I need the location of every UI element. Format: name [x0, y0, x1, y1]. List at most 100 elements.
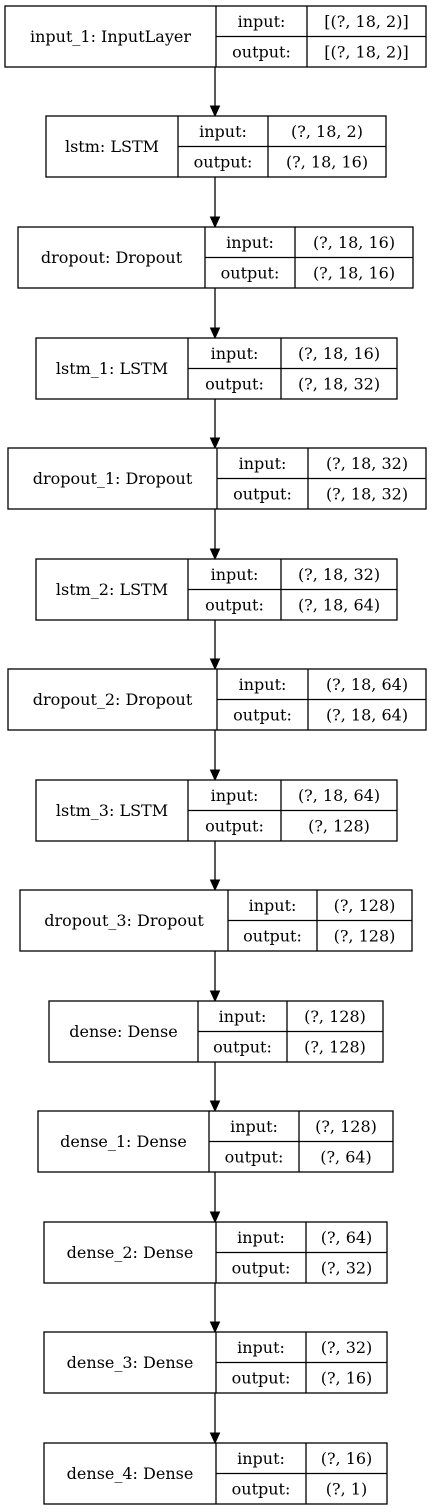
input-shape: (?, 18, 2)	[291, 122, 363, 141]
layer-node: dense_4: Dense input: output: (?, 16) (?, 1)	[43, 1442, 388, 1505]
layer-node: dropout_2: Dropout input: output: (?, 18, 6…	[7, 668, 427, 731]
layer-name: dense_4: Dense	[67, 1464, 194, 1483]
layer-node: dense: Dense input: output: (?, 128) (?, 128…	[48, 1000, 384, 1063]
edge-arrow	[209, 620, 221, 671]
input-shape: [(?, 18, 2)]	[324, 12, 408, 31]
output-shape: (?, 128)	[334, 926, 396, 945]
layer-name: lstm: LSTM	[65, 137, 159, 156]
edge-arrow	[209, 841, 221, 892]
output-label: output:	[205, 816, 264, 835]
output-shape: (?, 18, 16)	[286, 152, 368, 171]
output-shape: (?, 18, 64)	[326, 705, 408, 724]
edge-arrow	[209, 288, 221, 340]
input-label: input:	[249, 896, 297, 915]
edge-arrow	[209, 399, 221, 450]
output-shape: (?, 128)	[304, 1037, 366, 1056]
layer-name: dense: Dense	[69, 1022, 177, 1041]
edge-arrow	[209, 509, 221, 561]
layer-node: lstm_1: LSTM input: output: (?, 18, 16) (?, …	[35, 337, 398, 400]
output-label: output:	[194, 152, 253, 171]
input-label: input:	[237, 1338, 285, 1357]
input-shape: (?, 128)	[315, 1117, 377, 1136]
output-label: output:	[213, 1037, 272, 1056]
layer-node: lstm: LSTM input: output: (?, 18, 2) (?, 18,…	[45, 115, 387, 178]
output-label: output:	[243, 926, 302, 945]
edge-arrow	[209, 1172, 221, 1224]
layer-node: dense_3: Dense input: output: (?, 32) (?, 16…	[43, 1331, 388, 1394]
input-label: input:	[238, 12, 286, 31]
input-shape: (?, 16)	[321, 1449, 373, 1468]
input-shape: (?, 18, 16)	[298, 344, 380, 363]
output-shape: (?, 32)	[321, 1258, 373, 1277]
nodes: input_1: InputLayer input: output: [(?, 18,…	[4, 5, 427, 1505]
output-shape: (?, 128)	[308, 816, 370, 835]
input-shape: (?, 128)	[304, 1007, 366, 1026]
input-label: input:	[219, 1007, 267, 1026]
layer-node: input_1: InputLayer input: output: [(?, 18,…	[4, 5, 427, 68]
output-shape: (?, 1)	[326, 1479, 367, 1498]
output-label: output:	[233, 484, 292, 503]
layer-node: dense_1: Dense input: output: (?, 128) (?, 6…	[37, 1110, 394, 1173]
layer-node: dropout_1: Dropout input: output: (?, 18, 3…	[7, 447, 427, 510]
input-shape: (?, 18, 32)	[298, 565, 380, 584]
layer-node: lstm_2: LSTM input: output: (?, 18, 32) (?, …	[35, 558, 398, 621]
input-shape: (?, 18, 16)	[313, 233, 395, 252]
layer-name: dropout_2: Dropout	[33, 690, 193, 709]
layer-name: dropout: Dropout	[41, 248, 183, 267]
input-shape: (?, 128)	[334, 896, 396, 915]
output-label: output:	[225, 1147, 284, 1166]
layer-name: lstm_2: LSTM	[56, 580, 168, 599]
edge-arrow	[209, 1283, 221, 1334]
edge-arrow	[209, 67, 221, 118]
input-shape: (?, 18, 64)	[326, 675, 408, 694]
input-label: input:	[237, 1449, 285, 1468]
output-shape: (?, 64)	[320, 1147, 372, 1166]
layer-name: dropout_3: Dropout	[44, 911, 204, 930]
input-shape: (?, 18, 64)	[298, 786, 380, 805]
output-shape: (?, 18, 32)	[298, 374, 380, 393]
input-label: input:	[211, 565, 259, 584]
output-label: output:	[232, 1368, 291, 1387]
output-label: output:	[221, 263, 280, 282]
output-shape: (?, 18, 16)	[313, 263, 395, 282]
edge-arrow	[209, 951, 221, 1003]
layer-name: input_1: InputLayer	[30, 27, 191, 46]
input-label: input:	[239, 675, 287, 694]
edge-arrow	[209, 177, 221, 229]
output-shape: (?, 18, 64)	[298, 595, 380, 614]
input-label: input:	[230, 1117, 278, 1136]
layer-node: lstm_3: LSTM input: output: (?, 18, 64) (?, …	[35, 779, 398, 842]
layer-node: dropout: Dropout input: output: (?, 18, 16)…	[17, 226, 414, 289]
input-shape: (?, 64)	[321, 1228, 373, 1247]
layer-name: lstm_3: LSTM	[56, 801, 168, 820]
layer-node: dense_2: Dense input: output: (?, 64) (?, 32…	[43, 1221, 388, 1284]
edge-arrow	[209, 1062, 221, 1113]
output-label: output:	[205, 374, 264, 393]
output-label: output:	[232, 42, 291, 61]
layer-name: dense_1: Dense	[60, 1132, 187, 1151]
layer-name: lstm_1: LSTM	[56, 359, 168, 378]
layer-name: dense_3: Dense	[67, 1353, 194, 1372]
input-label: input:	[211, 786, 259, 805]
edges	[209, 67, 221, 1445]
edge-arrow	[209, 730, 221, 782]
output-shape: (?, 16)	[321, 1368, 373, 1387]
input-shape: (?, 32)	[321, 1338, 373, 1357]
output-label: output:	[232, 1258, 291, 1277]
output-shape: (?, 18, 32)	[326, 484, 408, 503]
input-label: input:	[211, 344, 259, 363]
input-label: input:	[226, 233, 274, 252]
output-label: output:	[232, 1479, 291, 1498]
edge-arrow	[209, 1393, 221, 1445]
input-label: input:	[199, 122, 247, 141]
input-shape: (?, 18, 32)	[326, 454, 408, 473]
layer-name: dense_2: Dense	[67, 1243, 194, 1262]
output-label: output:	[205, 595, 264, 614]
layer-node: dropout_3: Dropout input: output: (?, 128) (…	[19, 889, 413, 952]
output-label: output:	[233, 705, 292, 724]
output-shape: [(?, 18, 2)]	[324, 42, 408, 61]
layer-name: dropout_1: Dropout	[33, 469, 193, 488]
input-label: input:	[237, 1228, 285, 1247]
input-label: input:	[239, 454, 287, 473]
